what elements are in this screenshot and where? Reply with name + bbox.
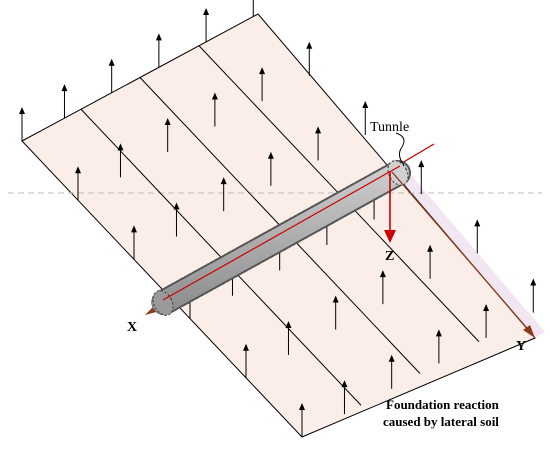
x-axis-label: X xyxy=(127,320,137,335)
up-arrow-icon xyxy=(117,143,124,178)
up-arrow-icon xyxy=(299,403,305,437)
up-arrow-icon xyxy=(483,303,490,338)
y-axis-label: Y xyxy=(516,339,526,354)
up-arrow-icon xyxy=(220,177,227,212)
up-arrow-icon xyxy=(61,84,68,119)
up-arrow-icon xyxy=(474,219,481,254)
caption-line-1: Foundation reaction xyxy=(386,397,500,412)
tunnel-body-fill xyxy=(152,162,409,314)
z-axis-arrowhead xyxy=(384,230,396,243)
up-arrow-icon xyxy=(341,380,348,415)
x-axis-over-tunnel xyxy=(162,165,401,301)
up-arrow-icon xyxy=(19,107,25,141)
tunnel-label-leader xyxy=(395,132,405,166)
up-arrow-icon xyxy=(388,354,395,389)
up-arrow-icon xyxy=(131,225,137,260)
axis-shadow-band xyxy=(400,176,545,338)
caption-line-2: caused by lateral soil xyxy=(383,414,499,429)
up-arrow-icon xyxy=(267,151,274,186)
y-axis-line xyxy=(391,171,533,335)
y-axis-arrowhead xyxy=(523,325,535,338)
up-arrow-icon xyxy=(252,0,254,17)
up-arrow-icon xyxy=(164,117,171,152)
up-arrow-icon xyxy=(203,7,210,42)
up-arrow-icon xyxy=(435,329,442,364)
up-arrow-icon xyxy=(362,100,369,135)
up-arrow-icon xyxy=(379,270,386,305)
up-arrow-icon xyxy=(315,126,322,161)
tunnel-label: Tunnle xyxy=(370,120,409,135)
tunnel xyxy=(150,160,411,316)
up-arrow-icon xyxy=(211,92,218,127)
up-arrow-icon xyxy=(285,320,292,355)
up-arrow-icon xyxy=(243,343,249,378)
up-arrow-icon xyxy=(108,58,115,93)
z-axis-label: Z xyxy=(385,249,394,264)
up-arrow-icon xyxy=(259,67,266,102)
up-arrow-icon xyxy=(155,33,162,68)
up-arrow-icon xyxy=(427,244,434,279)
up-arrow-icon xyxy=(332,295,339,330)
up-arrow-icon xyxy=(75,166,81,201)
up-arrow-icon xyxy=(418,160,425,195)
up-arrow-icon xyxy=(306,41,313,76)
up-arrow-icon xyxy=(173,202,180,237)
tunnel-back-end xyxy=(387,160,409,186)
up-arrow-icon xyxy=(530,278,537,313)
